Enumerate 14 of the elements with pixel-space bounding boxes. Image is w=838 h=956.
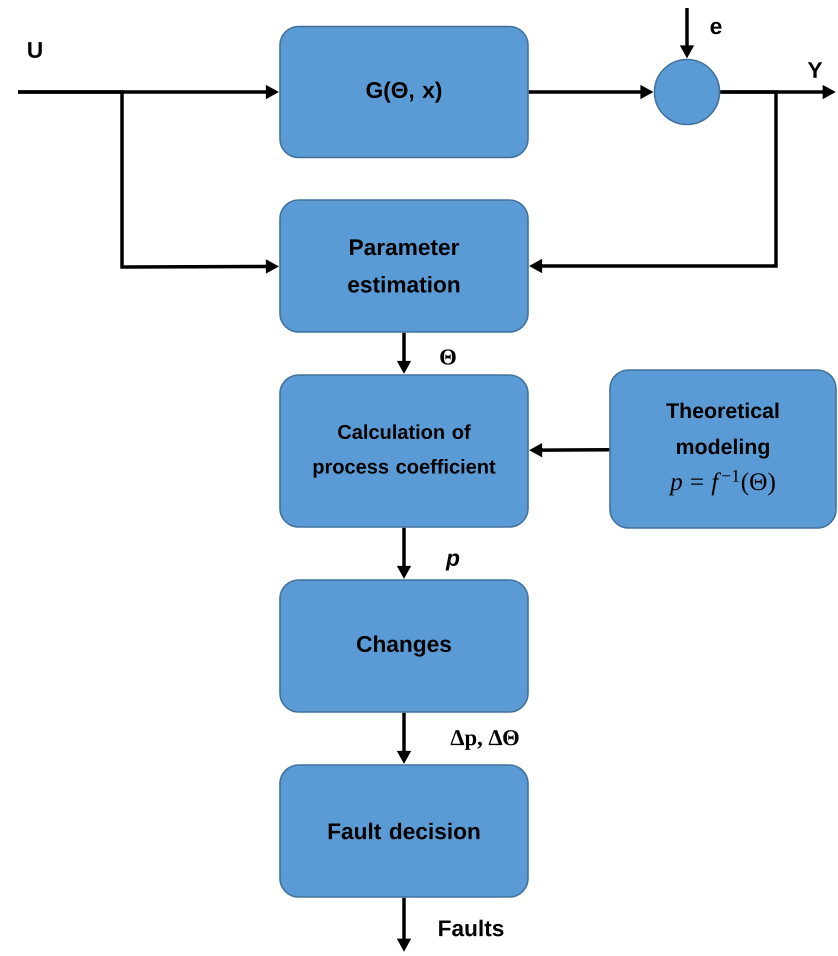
edge-label: e (710, 22, 722, 34)
edge-label: Θ (440, 349, 456, 365)
edge-label: Δp, ΔΘ (450, 730, 519, 750)
process-box: G(Θ, x) (279, 26, 529, 158)
edge-label: U (28, 42, 42, 58)
process-box: Theoretical modeling p = f$^{−1}$(Θ) (609, 369, 837, 529)
process-box: Parameter estimation (279, 199, 529, 333)
process-box: Changes (279, 579, 529, 713)
summing-junction (654, 58, 720, 126)
edge-label: p (446, 554, 460, 570)
process-box: Calculation of process coefficient (279, 374, 529, 528)
edge-label: Faults (439, 920, 504, 936)
edge-label: Y (808, 62, 822, 78)
process-box: Fault decision (279, 764, 529, 898)
